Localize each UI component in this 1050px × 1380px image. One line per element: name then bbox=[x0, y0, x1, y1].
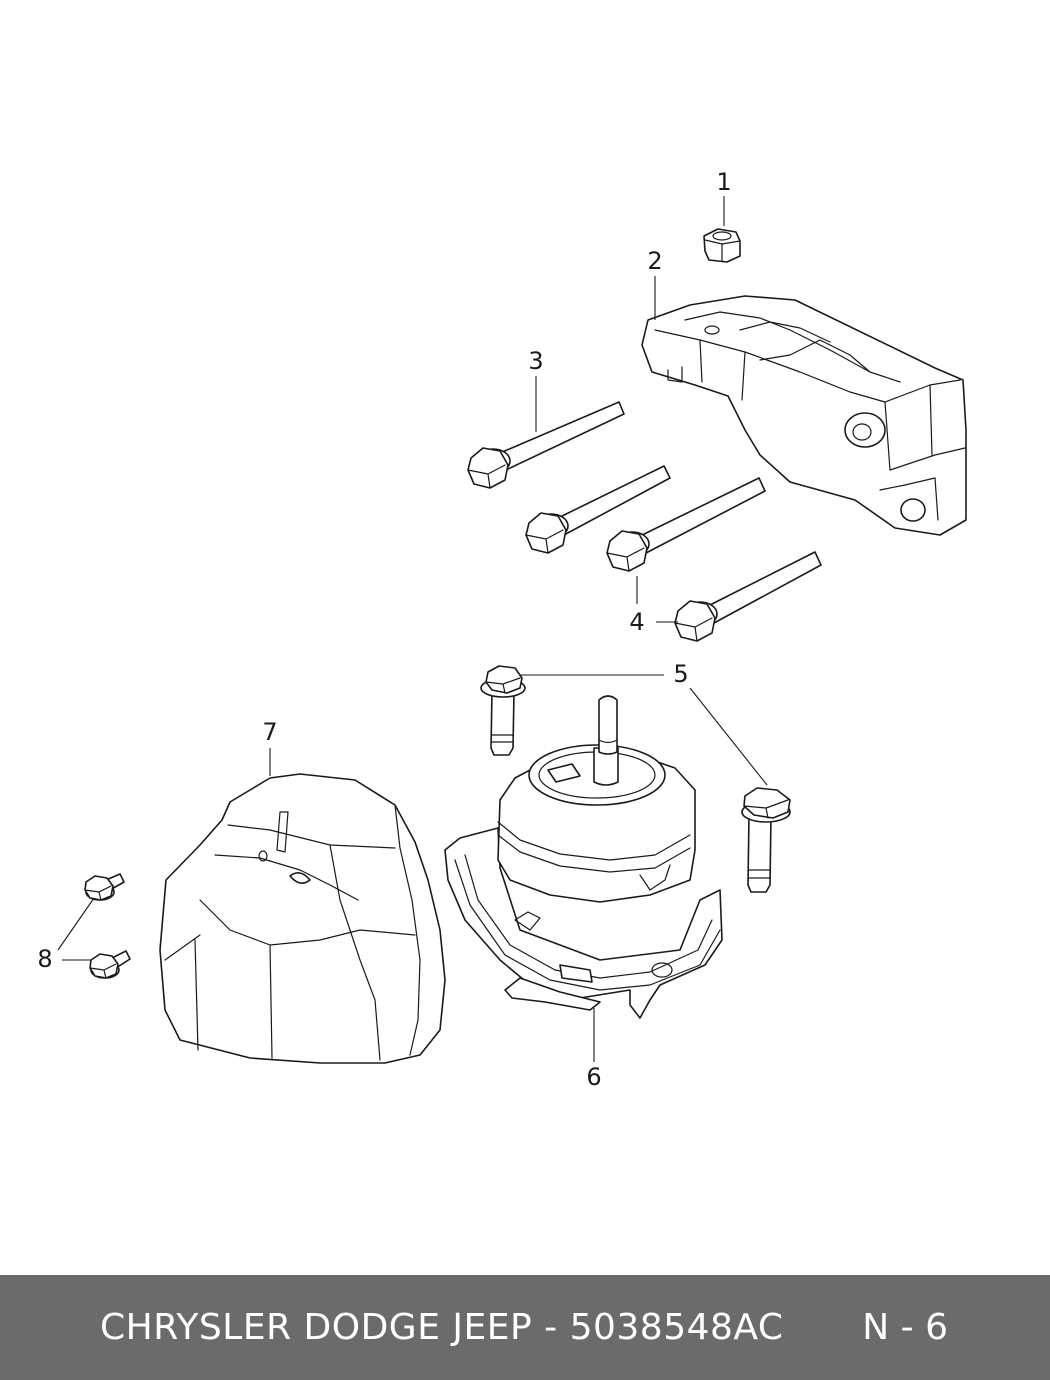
leader-lines bbox=[57, 196, 768, 1062]
footer-title: CHRYSLER DODGE JEEP - 5038548AC bbox=[100, 1307, 784, 1348]
long-bolt bbox=[674, 551, 822, 642]
mount-bracket bbox=[641, 295, 967, 536]
footer-banner: CHRYSLER DODGE JEEP - 5038548AC N - 6 bbox=[0, 1275, 1050, 1380]
long-bolt bbox=[525, 465, 671, 554]
flange-bolt bbox=[480, 665, 526, 756]
hex-nut bbox=[703, 228, 741, 263]
callout-7: 7 bbox=[262, 718, 277, 746]
callout-4: 4 bbox=[629, 608, 644, 636]
small-bolt bbox=[84, 873, 125, 901]
parts-diagram: 1 2 3 4 5 6 7 8 bbox=[37, 168, 967, 1091]
small-bolt bbox=[89, 950, 131, 979]
footer-page-label: N - 6 bbox=[862, 1307, 948, 1348]
callout-2: 2 bbox=[647, 247, 662, 275]
callout-5: 5 bbox=[673, 660, 688, 688]
callout-8: 8 bbox=[37, 945, 52, 973]
engine-mount bbox=[444, 695, 723, 1019]
callout-3: 3 bbox=[528, 347, 543, 375]
callout-6: 6 bbox=[586, 1063, 601, 1091]
callout-1: 1 bbox=[716, 168, 731, 196]
long-bolt bbox=[606, 477, 766, 572]
long-bolt bbox=[467, 401, 625, 489]
flange-bolt bbox=[741, 787, 791, 893]
heat-shield bbox=[159, 773, 446, 1064]
